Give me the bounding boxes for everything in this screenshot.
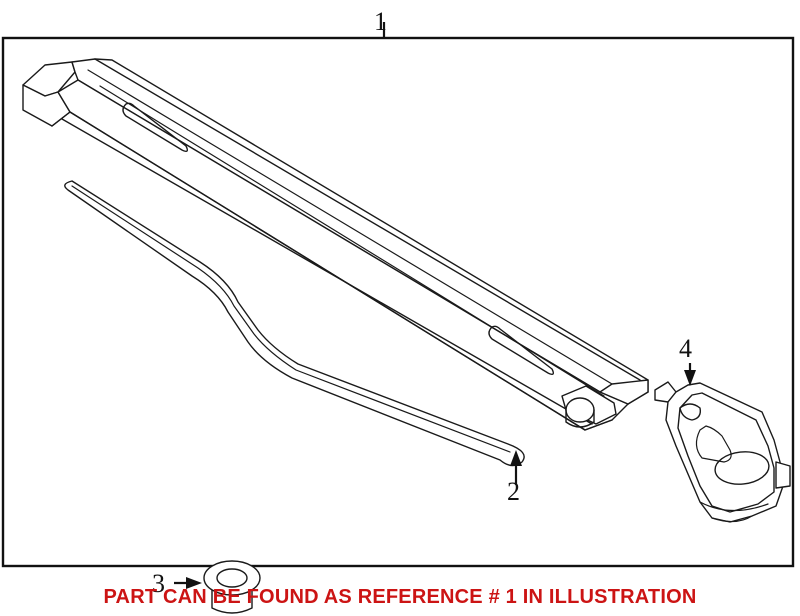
molding-strip-outline (64, 180, 525, 467)
bracket-oval-hole (714, 451, 770, 485)
callout-2-arrow-head (510, 450, 522, 466)
rail-mounting-boss-skirt (565, 409, 595, 428)
reference-footnote: PART CAN BE FOUND AS REFERENCE # 1 IN IL… (103, 586, 697, 608)
callout-2-group: 2 (507, 450, 522, 506)
grommet-center-hole (216, 568, 248, 588)
rail-main-body-panel (57, 79, 629, 431)
bracket-mounting-lug (679, 403, 702, 421)
rail-right-step-tab (599, 379, 649, 405)
rail-top-face (71, 58, 649, 405)
bracket-hook-rib (695, 425, 732, 463)
bracket-inner-panel (677, 392, 775, 513)
bracket-latch-tab (775, 461, 791, 489)
rail-crease-mid (99, 85, 605, 397)
callout-3-arrow-head (186, 577, 202, 589)
callout-4-label: 4 (679, 334, 692, 363)
callout-1-group: 1 (374, 7, 387, 38)
molding-strip-crease (71, 185, 511, 453)
rail-mounting-boss (565, 397, 595, 423)
drip-weatherstrip-molding (64, 180, 525, 467)
callout-4-group: 4 (679, 334, 696, 386)
callout-2-label: 2 (507, 477, 520, 506)
rail-slot-lower (488, 325, 555, 376)
rail-inner-crease (61, 118, 593, 425)
end-cap-bracket (654, 381, 791, 523)
callout-3-label: 3 (152, 569, 165, 598)
rail-crease-upper (87, 69, 613, 385)
bracket-bottom-lip (711, 515, 753, 523)
reference-box (1, 36, 795, 568)
grommet-flange (203, 560, 261, 596)
rail-slot-upper (122, 102, 189, 153)
callout-4-arrow-head (684, 370, 696, 386)
grommet-bushing (203, 560, 261, 614)
callout-3-group: 3 (152, 569, 202, 598)
roof-rail-assembly (22, 58, 649, 431)
bracket-bottom-fold (699, 501, 769, 512)
